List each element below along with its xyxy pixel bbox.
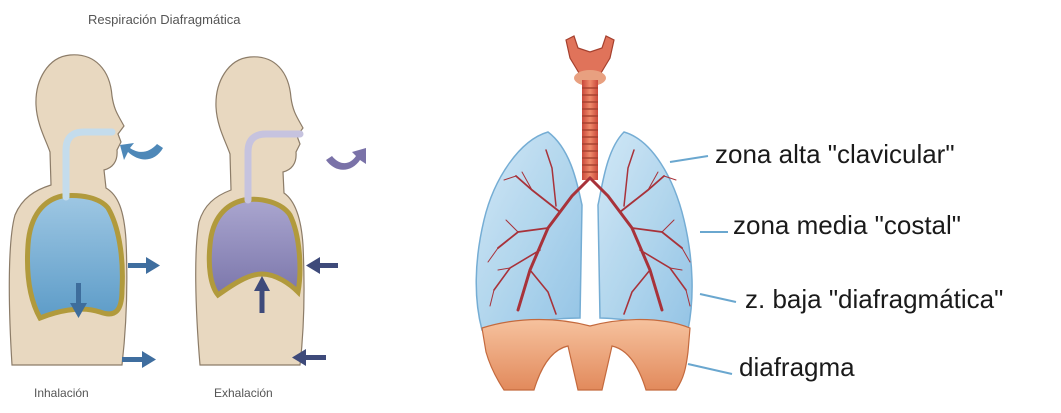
zone-label-diaphragm: diafragma [739,352,855,383]
inhale-airflow-arrow [120,143,163,160]
diagram-title: Respiración Diafragmática [88,12,240,27]
exhale-caption: Exhalación [214,386,273,400]
lung-anatomy [476,36,736,390]
exhale-figure [196,57,366,366]
inhale-out-arrow-lower [122,351,156,368]
diaphragm [482,320,690,391]
exhale-in-arrow-upper [306,257,338,274]
inhale-figure [9,55,163,368]
inhale-lung-cavity [28,196,123,319]
inhale-out-arrow-upper [128,257,160,274]
zone-label-middle: zona media "costal" [733,210,961,241]
zone-label-upper: zona alta "clavicular" [715,139,955,170]
exhale-airflow-arrow [326,148,366,170]
zone-label-lower: z. baja "diafragmática" [745,284,1003,315]
inhale-caption: Inhalación [34,386,89,400]
